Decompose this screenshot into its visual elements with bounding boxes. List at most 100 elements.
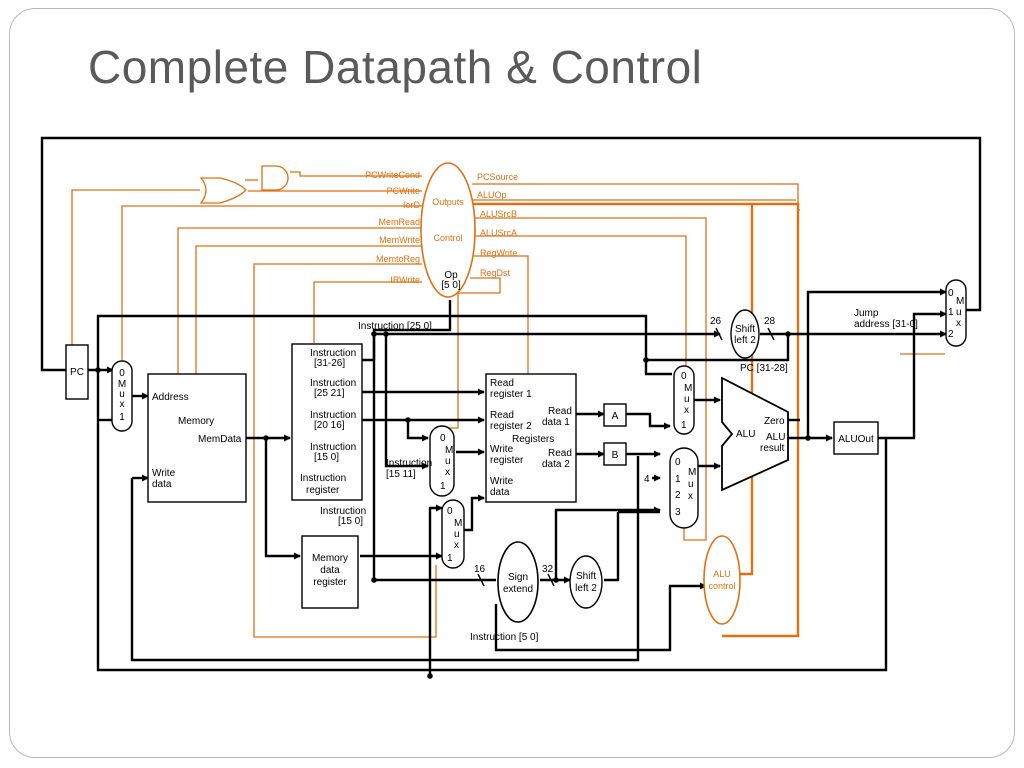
svg-text:Instruction: Instruction (310, 410, 356, 421)
alu (721, 376, 789, 492)
a-register (603, 403, 627, 427)
svg-text:[31-26]: [31-26] (314, 358, 345, 369)
svg-text:Read: Read (548, 406, 572, 417)
svg-text:M: M (454, 518, 462, 529)
bus-ticks (477, 327, 775, 587)
svg-text:x: x (120, 399, 125, 410)
svg-text:Write: Write (490, 444, 514, 455)
svg-text:data 1: data 1 (542, 417, 570, 428)
svg-text:M: M (445, 445, 453, 456)
svg-text:0: 0 (681, 371, 687, 382)
svg-text:1: 1 (675, 474, 681, 485)
svg-text:0: 0 (948, 288, 954, 299)
svg-text:register 2: register 2 (490, 421, 532, 432)
sig-alusrcb: ALUSrcB (480, 209, 517, 219)
svg-text:extend: extend (503, 584, 533, 595)
svg-text:Read: Read (490, 378, 514, 389)
sig-iord: IorD (403, 200, 421, 210)
svg-text:Shift: Shift (576, 571, 596, 582)
b-register (603, 442, 627, 466)
sig-regwrite: RegWrite (480, 248, 517, 258)
control-right-signals: PCSource ALUOp ALUSrcB ALUSrcA RegWrite … (477, 172, 518, 278)
sig-pcsource: PCSource (477, 172, 518, 182)
svg-text:2: 2 (948, 329, 954, 340)
regdst-mux (429, 425, 455, 497)
svg-text:x: x (956, 318, 961, 329)
sig-memwrite: MemWrite (379, 235, 420, 245)
svg-text:1: 1 (447, 553, 453, 564)
svg-text:3: 3 (675, 507, 681, 518)
control-op-bits: [5 0] (441, 280, 461, 291)
svg-text:u: u (445, 456, 451, 467)
svg-text:ALUOut: ALUOut (838, 434, 874, 445)
and-gate (261, 165, 289, 191)
svg-text:u: u (684, 394, 690, 405)
svg-text:Read: Read (490, 410, 514, 421)
aluout-register (833, 421, 879, 455)
sign-extend (497, 541, 539, 623)
svg-text:u: u (688, 479, 694, 490)
control-name-label: Control (433, 233, 462, 243)
svg-text:x: x (445, 467, 450, 478)
alusrcb-mux (669, 447, 699, 529)
pc-label: PC (70, 367, 84, 378)
svg-text:28: 28 (764, 316, 776, 327)
svg-text:M: M (684, 383, 692, 394)
svg-text:Instruction: Instruction (386, 458, 432, 469)
svg-text:u: u (119, 389, 125, 400)
sig-aluop: ALUOp (477, 190, 507, 200)
sig-irwrite: IRWrite (390, 275, 420, 285)
svg-text:register 1: register 1 (490, 389, 532, 400)
svg-text:32: 32 (542, 564, 554, 575)
svg-text:Sign: Sign (508, 572, 528, 583)
svg-text:PC [31-28]: PC [31-28] (740, 363, 788, 374)
svg-text:Instruction: Instruction (300, 473, 346, 484)
svg-text:A: A (612, 411, 619, 422)
svg-text:result: result (760, 443, 785, 454)
sig-memtoreg: MemtoReg (376, 254, 420, 264)
sig-pcwrite: PCWrite (387, 186, 420, 196)
memory-data-label: data (152, 479, 172, 490)
svg-text:Instruction [5 0]: Instruction [5 0] (470, 632, 539, 643)
svg-text:1: 1 (440, 481, 446, 492)
instruction-register (291, 343, 363, 501)
shift-left-2 (569, 555, 603, 609)
svg-text:B: B (612, 450, 619, 461)
register-file (485, 373, 577, 503)
svg-text:ALU: ALU (713, 569, 731, 579)
svg-text:1: 1 (948, 307, 954, 318)
svg-text:0: 0 (119, 368, 125, 379)
sig-memread: MemRead (378, 217, 420, 227)
svg-text:Shift: Shift (735, 324, 755, 335)
svg-text:x: x (454, 540, 459, 551)
svg-text:ALU: ALU (766, 432, 785, 443)
svg-text:26: 26 (710, 316, 722, 327)
svg-text:[20 16]: [20 16] (314, 420, 345, 431)
svg-text:data 2: data 2 (542, 459, 570, 470)
control-unit (420, 162, 476, 298)
svg-text:0: 0 (440, 433, 446, 444)
svg-text:[15 0]: [15 0] (338, 516, 363, 527)
svg-text:Memory: Memory (312, 553, 348, 564)
memory-write-label: Write (152, 468, 176, 479)
sig-pcwritecond: PCWriteCond (365, 170, 420, 180)
memory-data-register (301, 535, 359, 609)
memory-name-label: Memory (178, 416, 214, 427)
svg-text:left 2: left 2 (575, 583, 597, 594)
svg-text:Instruction: Instruction (310, 378, 356, 389)
memory-unit (147, 373, 247, 503)
wire-labels: Instruction [25 0] Instruction [15 11] I… (320, 308, 918, 643)
svg-text:control: control (708, 581, 735, 591)
svg-text:M: M (118, 379, 126, 390)
svg-text:0: 0 (675, 457, 681, 468)
alusrca-mux (673, 365, 695, 435)
sig-alusrca: ALUSrcA (480, 228, 517, 238)
svg-text:1: 1 (681, 420, 687, 431)
svg-text:[15 0]: [15 0] (314, 452, 339, 463)
svg-text:u: u (454, 529, 460, 540)
svg-text:register: register (313, 577, 347, 588)
svg-text:data: data (490, 487, 510, 498)
program-counter (65, 344, 89, 400)
svg-text:ALU: ALU (736, 429, 755, 440)
